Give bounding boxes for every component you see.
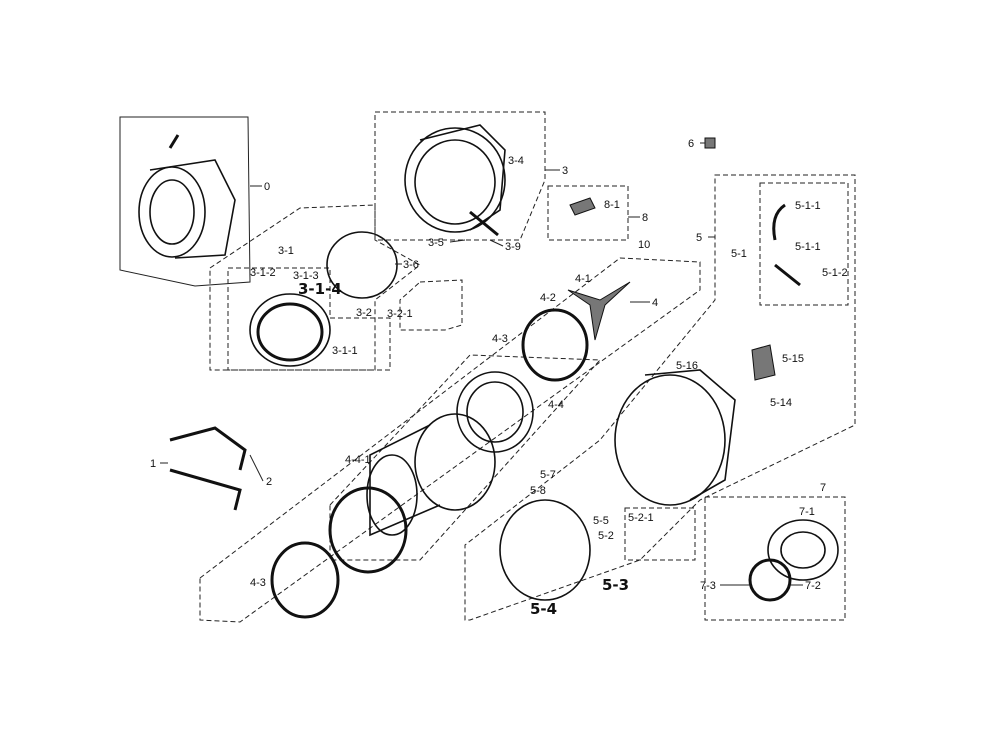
label-7-3: 7-3 bbox=[700, 580, 716, 592]
gasket-3-6-drawing bbox=[326, 231, 398, 299]
label-4-1: 4-1 bbox=[575, 273, 591, 285]
label-3-4: 3-4 bbox=[508, 155, 524, 167]
label-5-1-2: 5-1-2 bbox=[822, 267, 848, 279]
label-5: 5 bbox=[696, 232, 702, 244]
label-3-1-4: 3-1-4 bbox=[298, 280, 342, 298]
label-3-2-1: 3-2-1 bbox=[387, 308, 413, 320]
label-1: 1 bbox=[150, 458, 156, 470]
bracket-2-drawing bbox=[169, 426, 247, 511]
box-assembly-0 bbox=[119, 116, 251, 287]
box-group-3-1-sub bbox=[227, 267, 391, 371]
label-7-2: 7-2 bbox=[805, 580, 821, 592]
label-5-5: 5-5 bbox=[593, 515, 609, 527]
box-group-4-inner bbox=[329, 354, 602, 561]
box-group-3 bbox=[374, 111, 546, 241]
label-4-3-lower: 4-3 bbox=[250, 577, 266, 589]
ring-4-3-drawing bbox=[328, 486, 408, 574]
box-group-3-2 bbox=[399, 279, 463, 331]
label-5-3: 5-3 bbox=[602, 576, 629, 594]
label-4: 4 bbox=[652, 297, 658, 309]
rear-tub-5-16-drawing bbox=[614, 369, 736, 506]
label-0: 0 bbox=[264, 181, 270, 193]
label-5-1-1-lower: 5-1-1 bbox=[795, 241, 821, 253]
label-6: 6 bbox=[688, 138, 694, 150]
label-5-14: 5-14 bbox=[770, 397, 792, 409]
label-5-7: 5-7 bbox=[540, 469, 556, 481]
label-3-1-3: 3-1-3 bbox=[293, 270, 319, 282]
label-3-1-1: 3-1-1 bbox=[332, 345, 358, 357]
label-3-2: 3-2 bbox=[356, 307, 372, 319]
label-5-16: 5-16 bbox=[676, 360, 698, 372]
label-7-1: 7-1 bbox=[799, 506, 815, 518]
label-5-15: 5-15 bbox=[782, 353, 804, 365]
label-5-1-1-upper: 5-1-1 bbox=[795, 200, 821, 212]
spider-4-2-drawing bbox=[567, 281, 631, 341]
label-5-4: 5-4 bbox=[530, 600, 557, 618]
label-5-2: 5-2 bbox=[598, 530, 614, 542]
box-group-5-2 bbox=[624, 507, 696, 561]
box-group-7 bbox=[704, 496, 846, 621]
leader-lines bbox=[160, 142, 803, 586]
pulley-7-drawing bbox=[748, 519, 839, 602]
box-group-8 bbox=[547, 185, 629, 241]
label-5-1: 5-1 bbox=[731, 248, 747, 260]
label-3-9: 3-9 bbox=[505, 241, 521, 253]
box-group-5-1 bbox=[759, 182, 849, 306]
part-6-drawing bbox=[704, 137, 716, 149]
label-2: 2 bbox=[266, 476, 272, 488]
label-5-2-1: 5-2-1 bbox=[628, 512, 654, 524]
drum-4-4-1-drawing bbox=[366, 413, 496, 537]
back-drum-4-4-drawing bbox=[456, 371, 534, 453]
label-3-5: 3-5 bbox=[428, 237, 444, 249]
label-4-3-upper: 4-3 bbox=[492, 333, 508, 345]
tub-front-3-drawing bbox=[404, 124, 506, 237]
label-8-1: 8-1 bbox=[604, 199, 620, 211]
box-group-5 bbox=[464, 174, 856, 621]
label-3: 3 bbox=[562, 165, 568, 177]
label-8: 8 bbox=[642, 212, 648, 224]
door-ring-3-1-drawing bbox=[249, 293, 331, 367]
label-4-4-1: 4-4-1 bbox=[345, 454, 371, 466]
label-3-1-2: 3-1-2 bbox=[250, 267, 276, 279]
label-3-1: 3-1 bbox=[278, 245, 294, 257]
part-5-15-drawing bbox=[751, 344, 776, 381]
box-group-4 bbox=[199, 257, 701, 623]
label-3-6: 3-6 bbox=[403, 259, 419, 271]
label-4-4: 4-4 bbox=[548, 399, 564, 411]
label-5-8: 5-8 bbox=[530, 485, 546, 497]
label-7: 7 bbox=[820, 482, 826, 494]
label-4-2: 4-2 bbox=[540, 292, 556, 304]
assembly-0-drawing bbox=[138, 134, 236, 259]
label-10: 10 bbox=[638, 239, 650, 251]
gasket-5-4-drawing bbox=[499, 499, 591, 601]
ring-4-3b-drawing bbox=[270, 541, 340, 619]
ring-4-3a-drawing bbox=[521, 308, 589, 382]
hose-5-1-drawing bbox=[772, 203, 801, 287]
part-8-1-drawing bbox=[569, 197, 596, 216]
